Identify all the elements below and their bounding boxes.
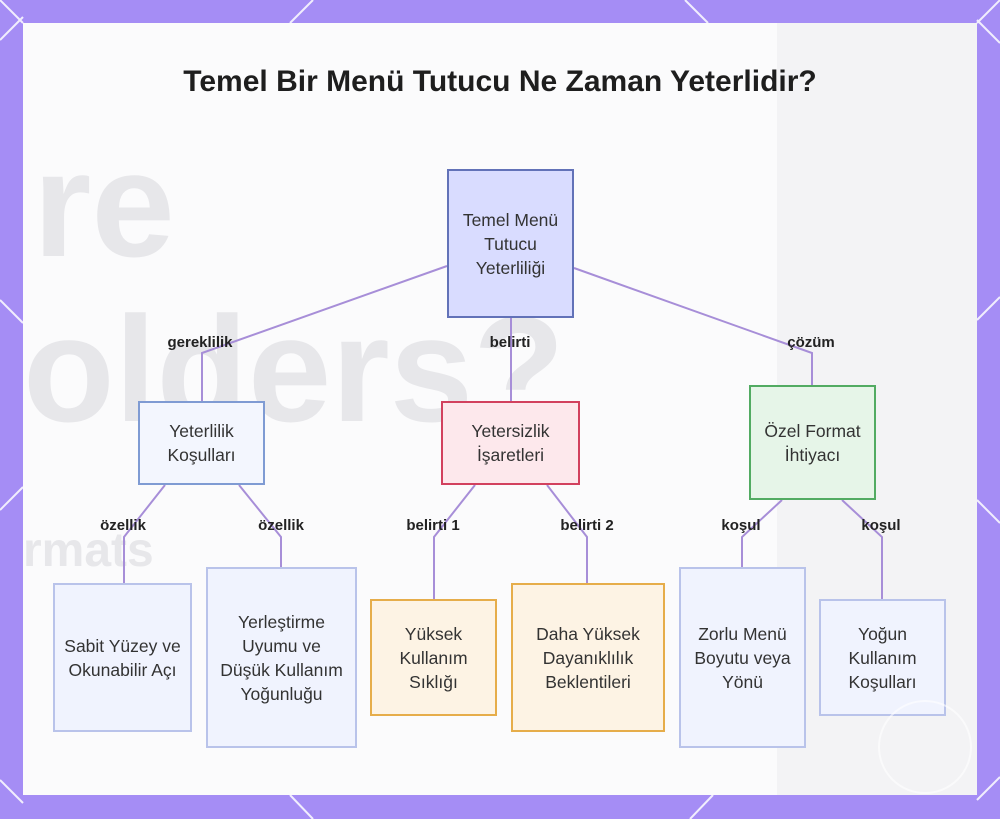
edge-label-feature-2: özellik (258, 517, 304, 534)
node-menu-size: Zorlu Menü Boyutu veya Yönü (679, 567, 806, 748)
node-label: Yetersizlik İşaretleri (471, 421, 550, 465)
edge-label-condition-1: koşul (721, 517, 761, 534)
diagram-title: Temel Bir Menü Tutucu Ne Zaman Yeterlidi… (183, 65, 817, 98)
node-fixed-surface: Sabit Yüzey ve Okunabilir Açı (53, 583, 192, 732)
edge-condition-1 (741, 499, 783, 567)
edge-label-solution: çözüm (787, 334, 835, 351)
node-label: Yoğun Kullanım Koşulları (848, 623, 917, 692)
background-text: re (33, 120, 175, 288)
edge-label-requirement: gereklilik (167, 334, 233, 351)
edge-label-symptom-1: belirti 1 (406, 517, 460, 534)
edge-solution (573, 267, 813, 385)
edge-label-symptom: belirti (489, 334, 531, 351)
edge-symptom-1 (433, 484, 476, 599)
node-label: Zorlu Menü Boyutu veya Yönü (694, 623, 791, 692)
node-high-usage: Yüksek Kullanım Sıklığı (370, 599, 497, 716)
background-text: rmats (23, 524, 154, 577)
node-placement: Yerleştirme Uyumu ve Düşük Kullanım Yoğu… (206, 567, 357, 748)
edge-label-feature-1: özellik (100, 517, 146, 534)
node-special-format: Özel Format İhtiyacı (749, 385, 876, 500)
node-durability: Daha Yüksek Dayanıklılık Beklentileri (511, 583, 665, 732)
node-insufficiency: Yetersizlik İşaretleri (441, 401, 580, 485)
node-label: Yerleştirme Uyumu ve Düşük Kullanım Yoğu… (220, 611, 343, 704)
node-label: Temel Menü Tutucu Yeterliliği (462, 209, 559, 278)
watermark-logo (878, 700, 972, 794)
edge-feature-1 (123, 484, 166, 583)
node-label: Özel Format İhtiyacı (764, 420, 861, 465)
edge-requirement (201, 265, 448, 401)
edge-condition-2 (841, 499, 883, 599)
edge-feature-2 (238, 484, 282, 567)
edge-label-condition-2: koşul (861, 517, 901, 534)
node-conditions: Yeterlilik Koşulları (138, 401, 265, 485)
node-label: Daha Yüksek Dayanıklılık Beklentileri (536, 623, 640, 692)
node-intense-use: Yoğun Kullanım Koşulları (819, 599, 946, 716)
edge-label-symptom-2: belirti 2 (560, 517, 614, 534)
node-root: Temel Menü Tutucu Yeterliliği (447, 169, 574, 318)
node-label: Yeterlilik Koşulları (167, 421, 236, 465)
node-label: Yüksek Kullanım Sıklığı (399, 623, 468, 692)
node-label: Sabit Yüzey ve Okunabilir Açı (64, 635, 181, 680)
edge-symptom-2 (546, 484, 588, 583)
